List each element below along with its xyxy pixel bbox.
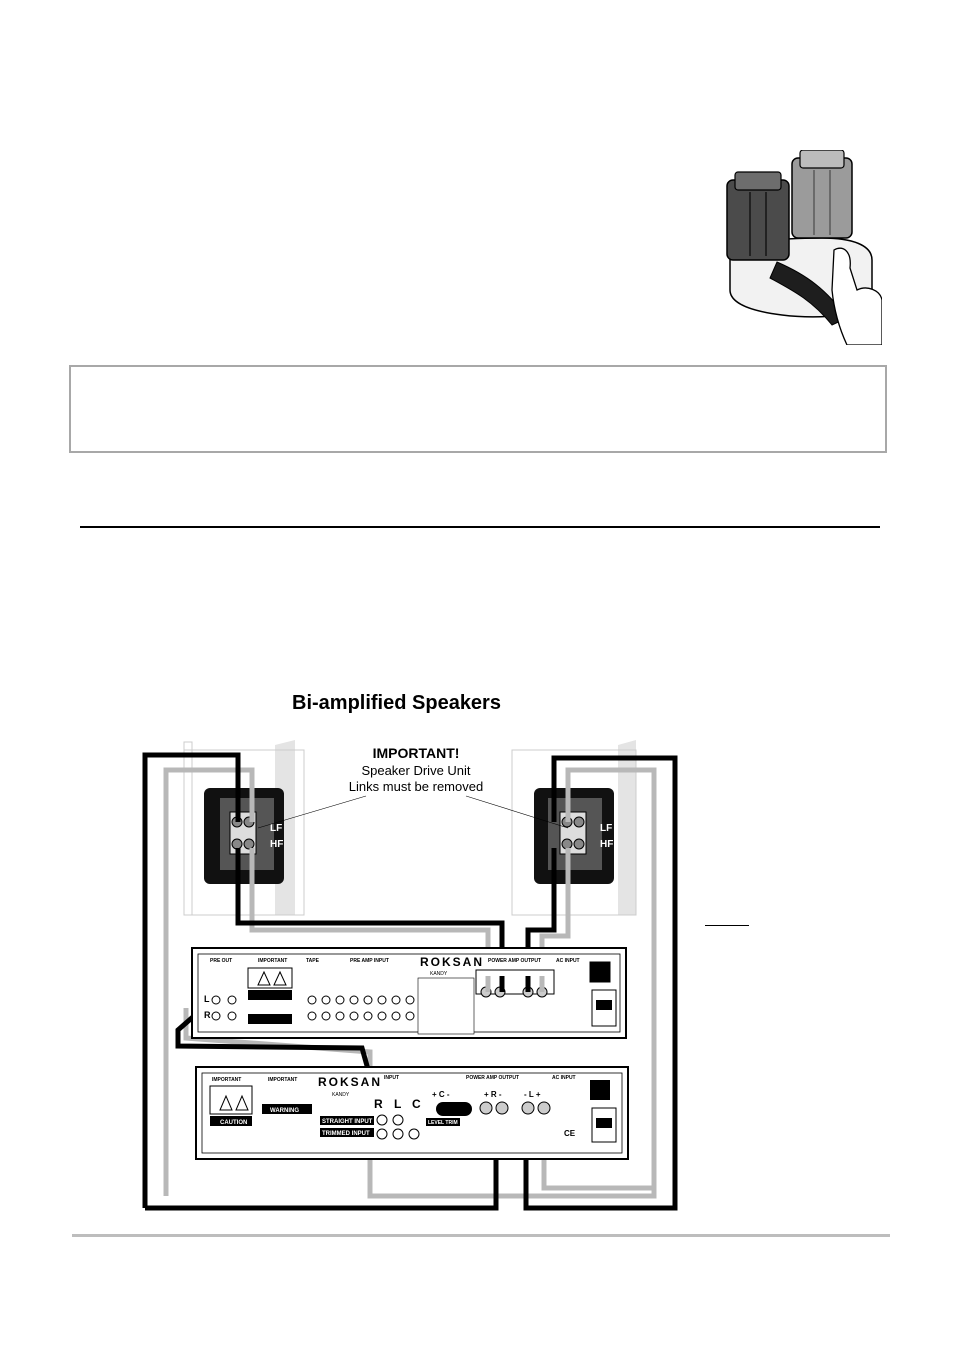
power-amp-brand: ROKSAN bbox=[318, 1075, 382, 1089]
important-line-1: Speaker Drive Unit bbox=[361, 763, 470, 778]
power-amp-section-important-1: IMPORTANT bbox=[212, 1077, 241, 1083]
power-amp-output-r: + R - bbox=[484, 1090, 502, 1099]
power-amp-section-ac-input: AC INPUT bbox=[552, 1075, 576, 1081]
left-hf-label: HF bbox=[270, 839, 283, 850]
power-amp-ce: CE bbox=[564, 1129, 576, 1138]
power-amp-model: KANDY bbox=[332, 1092, 350, 1098]
int-amp-section-tape: TAPE bbox=[306, 958, 320, 964]
power-amp-straight-input: STRAIGHT INPUT bbox=[322, 1119, 373, 1125]
int-amp-section-ac-input: AC INPUT bbox=[556, 958, 580, 964]
power-amp-panel: IMPORTANT IMPORTANT ROKSAN KANDY INPUT P… bbox=[195, 1066, 629, 1160]
int-amp-section-pre-amp-input: PRE AMP INPUT bbox=[350, 958, 389, 964]
int-amp-section-pre-out: PRE OUT bbox=[210, 958, 232, 964]
binding-post-illustration bbox=[722, 149, 883, 346]
int-amp-channel-r: R bbox=[204, 1010, 211, 1020]
power-amp-output-c: + C - bbox=[432, 1090, 450, 1099]
important-heading: IMPORTANT! bbox=[373, 745, 460, 761]
footer-rule bbox=[72, 1234, 890, 1237]
int-amp-section-power-amp-output: POWER AMP OUTPUT bbox=[488, 958, 541, 964]
power-amp-caution: CAUTION bbox=[220, 1120, 247, 1126]
right-speaker: LF HF bbox=[511, 740, 637, 916]
note-box bbox=[69, 365, 887, 453]
right-lf-label: LF bbox=[600, 823, 612, 834]
power-amp-input-l: L bbox=[394, 1097, 401, 1111]
section-divider bbox=[80, 526, 880, 528]
important-line-2: Links must be removed bbox=[349, 779, 483, 794]
side-underline bbox=[705, 925, 749, 926]
power-amp-section-power-amp-output: POWER AMP OUTPUT bbox=[466, 1075, 519, 1081]
power-amp-warning: WARNING bbox=[270, 1108, 299, 1114]
power-amp-section-important-2: IMPORTANT bbox=[268, 1077, 297, 1083]
right-hf-label: HF bbox=[600, 839, 613, 850]
wiring-diagram: LF HF LF HF IMPORTANT! Speaker Drive Uni… bbox=[140, 740, 680, 1212]
power-amp-section-input: INPUT bbox=[384, 1075, 399, 1081]
int-amp-section-important: IMPORTANT bbox=[258, 958, 287, 964]
power-amp-input-r: R bbox=[374, 1097, 383, 1111]
int-amp-channel-l: L bbox=[204, 994, 210, 1004]
power-amp-output-l: - L + bbox=[524, 1090, 541, 1099]
diagram-title: Bi-amplified Speakers bbox=[292, 692, 501, 714]
integrated-amp-panel: PRE OUT IMPORTANT TAPE PRE AMP INPUT ROK… bbox=[191, 947, 627, 1039]
power-amp-level-trim: LEVEL TRIM bbox=[428, 1120, 458, 1126]
power-amp-input-c: C bbox=[412, 1097, 421, 1111]
power-amp-trimmed-input: TRIMMED INPUT bbox=[322, 1131, 370, 1137]
int-amp-brand: ROKSAN bbox=[420, 955, 484, 969]
left-speaker: LF HF bbox=[183, 740, 305, 916]
left-lf-label: LF bbox=[270, 823, 282, 834]
int-amp-model: KANDY bbox=[430, 971, 448, 977]
